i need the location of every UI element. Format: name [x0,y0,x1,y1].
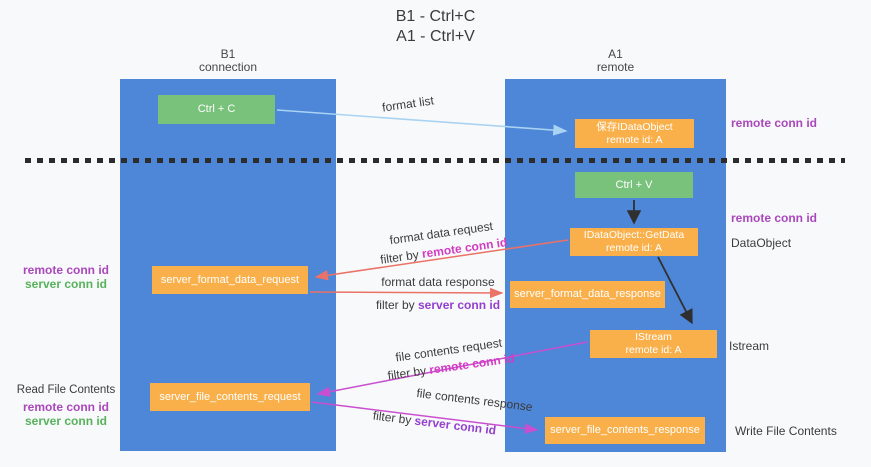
dashed-separator [25,158,845,163]
lane-b1-role: connection [198,60,258,74]
box-ctrl-c: Ctrl + C [158,95,275,124]
ctrl-v-label: Ctrl + V [615,178,653,191]
label-remote-conn-id-mid: remote conn id [731,211,818,225]
filter-by-text: filter by [379,247,420,267]
getdata-line1: IDataObject::GetData [583,229,685,241]
box-server-file-contents-response: server_file_contents_response [545,417,705,444]
filter-by-server-1: filter by server conn id [358,299,518,312]
title-line-1: B1 - Ctrl+C [395,8,476,25]
save-idataobject-line2: remote id: A [606,133,663,146]
label-write-file-contents: Write File Contents [735,424,837,438]
label-dataobject: DataObject [731,236,792,250]
left-remote-conn-id: remote conn id [22,263,109,277]
box-save-idataobject: 保存IDataObject remote id: A [575,119,694,148]
filter-by-text: filter by [386,363,427,383]
filter-by-text: filter by [375,298,415,312]
lane-b1-name: B1 [220,47,236,61]
filter-by-text: filter by [372,408,413,428]
title-line-2: A1 - Ctrl+V [396,28,475,45]
save-idataobject-line1: 保存IDataObject [596,120,673,133]
diagram-title: B1 - Ctrl+C A1 - Ctrl+V [0,7,871,47]
istream-line1: IStream [635,331,672,343]
server-file-contents-response-label: server_file_contents_response [550,424,700,436]
getdata-line2: remote id: A [605,242,663,254]
lane-header-a1: A1 remote [505,48,726,74]
istream-line2: remote id: A [625,344,682,356]
label-read-file-contents: Read File Contents [16,384,116,396]
lane-a1-role: remote [596,60,635,74]
server-conn-id-text: server conn id [418,298,501,312]
server-conn-id-text: server conn id [413,413,497,438]
left-conn-id-stack-1: remote conn id server conn id [10,263,122,291]
left-server-conn-id: server conn id [24,277,108,291]
label-format-data-response: format data response filter by server co… [358,276,518,312]
ctrl-c-label: Ctrl + C [197,103,236,115]
box-ctrl-v: Ctrl + V [575,172,693,198]
label-format-list: format list [381,93,435,115]
box-idataobject-getdata: IDataObject::GetData remote id: A [570,228,698,256]
lane-header-b1: B1 connection [120,48,336,74]
box-server-format-data-request: server_format_data_request [152,266,308,294]
left-conn-id-stack-2: Read File Contents remote conn id server… [10,383,122,428]
box-istream: IStream remote id: A [590,330,717,358]
label-istream: Istream [729,339,770,353]
left2-remote-conn-id: remote conn id [22,400,109,414]
box-server-format-data-response: server_format_data_response [510,281,665,308]
left2-server-conn-id: server conn id [24,414,108,428]
server-format-data-response-label: server_format_data_response [514,288,661,300]
server-format-data-request-label: server_format_data_request [160,273,300,286]
server-file-contents-request-label: server_file_contents_request [159,390,301,403]
format-data-response-text: format data response [381,275,495,289]
lane-a1-name: A1 [608,47,623,61]
box-server-file-contents-request: server_file_contents_request [150,383,310,411]
label-filter-by-server-2: filter by server conn id [352,406,517,440]
label-remote-conn-id-top: remote conn id [731,116,818,130]
